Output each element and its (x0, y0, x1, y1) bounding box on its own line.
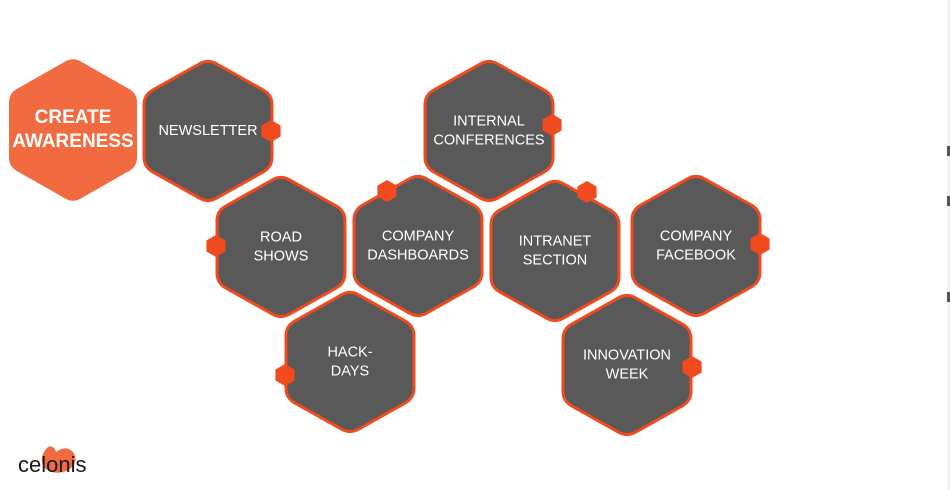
connector-layer (206, 114, 770, 386)
hexagon-shape (489, 179, 621, 323)
connector-node (577, 181, 597, 203)
hexagon-shape (142, 59, 274, 203)
edge-marker (947, 146, 950, 156)
right-edge (946, 0, 950, 490)
hexagon-label: INTERNAL (453, 113, 525, 129)
hexagon-label: SECTION (523, 252, 587, 268)
hexagon-label: DAYS (331, 363, 369, 379)
hexagon-shape (561, 293, 693, 437)
edge-marker (947, 292, 950, 302)
hexagon-label: HACK- (327, 344, 372, 360)
connector-node (275, 364, 295, 386)
hexagon-shape (630, 174, 762, 318)
hexagon-intranet-section: INTRANET SECTION (489, 179, 621, 323)
edge-marker (947, 196, 950, 206)
connector-node (377, 180, 397, 202)
main-hexagon-shape (9, 59, 137, 201)
hexagon-newsletter: NEWSLETTER (142, 59, 274, 203)
hexagon-shape (423, 59, 555, 203)
hexagon-label: INTRANET (519, 233, 592, 249)
main-hexagon-label: AWARENESS (12, 131, 133, 152)
hexagon-company-dashboards: COMPANY DASHBOARDS (352, 174, 484, 318)
main-hexagon-label: CREATE (35, 107, 112, 128)
hexagon-shape (352, 174, 484, 318)
celonis-logo: celonis (18, 446, 86, 477)
hexagon-hack-days: HACK- DAYS (284, 290, 416, 434)
hexagon-label: FACEBOOK (656, 247, 736, 263)
celonis-flame-icon (41, 446, 76, 473)
create-awareness-hexagon: CREATE AWARENESS (9, 59, 137, 201)
hexagon-label: INNOVATION (583, 347, 671, 363)
hexagon-label: NEWSLETTER (158, 123, 257, 139)
hexagon-label: COMPANY (660, 228, 733, 244)
hexagon-label: DASHBOARDS (367, 247, 469, 263)
hexagon-label: COMPANY (382, 228, 455, 244)
hexagon-label: WEEK (606, 366, 649, 382)
hexagon-internal-conferences: INTERNAL CONFERENCES (423, 59, 555, 203)
connector-node (542, 114, 562, 136)
hexagon-company-facebook: COMPANY FACEBOOK (630, 174, 762, 318)
hexagon-shape (215, 175, 347, 319)
hexagon-label: CONFERENCES (433, 132, 544, 148)
hexagon-shape (284, 290, 416, 434)
connector-node (750, 233, 770, 255)
logo-text: celonis (18, 452, 86, 477)
hexagon-innovation-week: INNOVATION WEEK (561, 293, 693, 437)
hexagon-layer: CREATE AWARENESS NEWSLETTER ROAD SHOWS HACK- D… (9, 59, 762, 437)
connector-node (682, 356, 702, 378)
hexagon-road-shows: ROAD SHOWS (215, 175, 347, 319)
hexagon-label: ROAD (260, 229, 302, 245)
connector-node (261, 120, 281, 142)
hexagon-label: SHOWS (254, 248, 309, 264)
connector-node (206, 235, 226, 257)
